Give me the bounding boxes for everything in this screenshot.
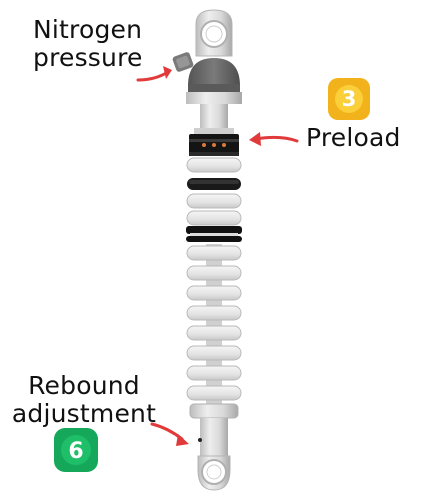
curved-arrow-down-right-icon — [150, 422, 189, 446]
rebound-adjuster — [198, 438, 202, 442]
lower-spring — [186, 245, 242, 401]
preload-badge-number: 3 — [342, 87, 357, 111]
nitrogen-reservoir — [188, 58, 240, 92]
upper-body — [186, 92, 242, 134]
lower-spring-seat — [189, 403, 239, 419]
curved-arrow-right-icon — [136, 66, 172, 82]
rebound-label-line-2: adjustment — [11, 399, 157, 428]
rebound-number-badge: 6 — [54, 428, 98, 472]
rebound-label-line-1: Rebound — [28, 371, 140, 400]
nitrogen-pressure-label: Nitrogen pressure — [33, 16, 183, 72]
nitrogen-label-line-2: pressure — [33, 43, 143, 72]
curved-arrow-left-icon — [249, 132, 299, 146]
preload-collar — [189, 134, 239, 156]
rebound-adjustment-label: Rebound adjustment — [4, 372, 164, 428]
bottom-eye-mount — [197, 455, 231, 491]
nitrogen-valve — [172, 52, 194, 72]
crossover-band — [186, 226, 242, 242]
preload-number-badge: 3 — [328, 78, 370, 120]
rebound-badge-number: 6 — [68, 439, 83, 464]
upper-spring — [186, 157, 242, 226]
lower-body — [200, 418, 228, 458]
top-eye-mount — [195, 9, 233, 57]
preload-label: Preload — [306, 123, 401, 152]
nitrogen-label-line-1: Nitrogen — [33, 15, 143, 44]
